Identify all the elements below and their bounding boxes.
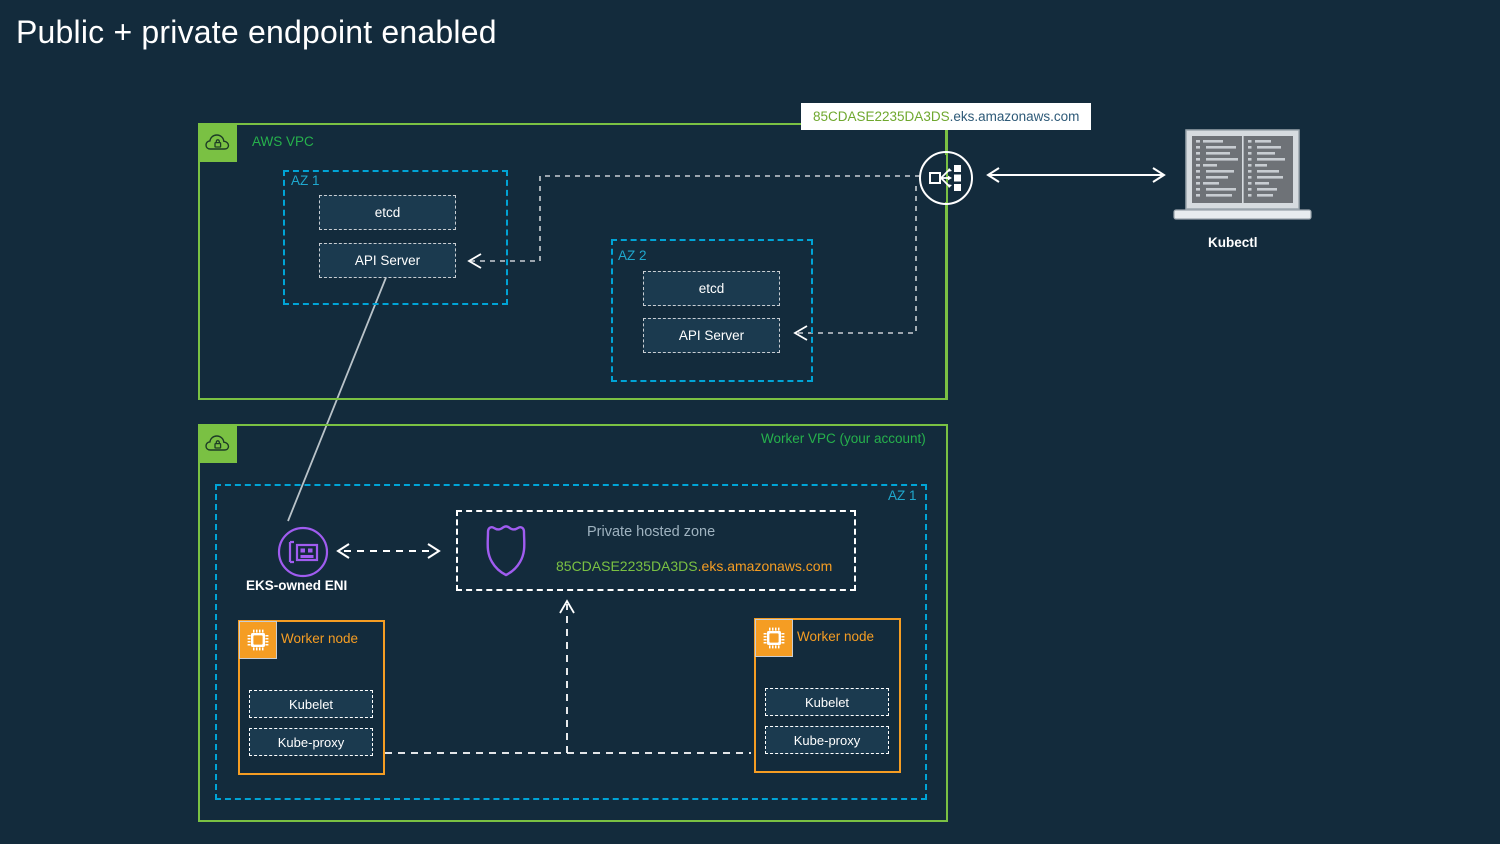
worker-node-2-kubelet-box: Kubelet — [765, 688, 889, 716]
worker-vpc-label: Worker VPC (your account) — [761, 431, 926, 446]
phz-host: 85CDASE2235DA3DS — [556, 558, 698, 574]
worker-node-1-label: Worker node — [281, 631, 359, 646]
worker-node-2-kubelet-label: Kubelet — [804, 694, 850, 710]
endpoint-suffix: .eks.amazonaws.com — [949, 109, 1080, 124]
worker-node-1-kubeproxy-box: Kube-proxy — [249, 728, 373, 756]
private-hosted-zone-domain: 85CDASE2235DA3DS.eks.amazonaws.com — [556, 558, 832, 574]
elastic-network-interface-icon — [277, 526, 329, 578]
az1-api-server-label: API Server — [354, 253, 421, 268]
worker-node-1-kubelet-box: Kubelet — [249, 690, 373, 718]
aws-vpc-container — [198, 123, 948, 400]
az2-api-server-box: API Server — [643, 318, 780, 353]
aws-vpc-label: AWS VPC — [252, 134, 314, 149]
az2-container — [611, 239, 813, 382]
worker-node-2-ec2-chip-icon — [755, 619, 793, 657]
worker-node-2-kubeproxy-label: Kube-proxy — [793, 732, 861, 748]
worker-az1-label: AZ 1 — [888, 488, 917, 503]
az2-label: AZ 2 — [618, 248, 647, 263]
az1-api-server-box: API Server — [319, 243, 456, 278]
eks-owned-eni-label: EKS-owned ENI — [246, 578, 348, 593]
worker-node-2-container — [754, 618, 901, 773]
az1-label: AZ 1 — [291, 173, 320, 188]
private-hosted-zone-container — [456, 510, 856, 591]
worker-node-1-kubelet-label: Kubelet — [288, 696, 334, 712]
page-title: Public + private endpoint enabled — [16, 14, 497, 50]
worker-node-1-ec2-chip-icon — [239, 621, 277, 659]
network-load-balancer-icon — [918, 150, 974, 206]
laptop-terminal-icon — [1170, 128, 1315, 226]
worker-node-2-label: Worker node — [797, 629, 875, 644]
worker-vpc-container — [198, 424, 948, 822]
arrow-head-left — [986, 167, 1000, 183]
az2-etcd-label: etcd — [698, 281, 725, 296]
az2-api-server-label: API Server — [678, 328, 745, 343]
arrow-head-right — [1152, 167, 1166, 183]
endpoint-host: 85CDASE2235DA3DS — [813, 109, 950, 124]
worker-node-1-kubeproxy-label: Kube-proxy — [277, 734, 345, 750]
kubectl-label: Kubectl — [1208, 235, 1258, 250]
az2-etcd-box: etcd — [643, 271, 780, 306]
az1-container — [283, 170, 508, 305]
worker-vpc-cloud-lock-icon — [199, 425, 237, 463]
worker-node-2-kubeproxy-box: Kube-proxy — [765, 726, 889, 754]
phz-suffix: .eks.amazonaws.com — [697, 558, 833, 574]
az1-etcd-box: etcd — [319, 195, 456, 230]
worker-az1-container — [215, 484, 927, 800]
az1-etcd-label: etcd — [374, 205, 401, 220]
route53-shield-icon — [482, 522, 530, 578]
worker-node-1-container — [238, 620, 385, 775]
private-hosted-zone-title: Private hosted zone — [587, 524, 716, 540]
vpc-cloud-lock-icon — [199, 124, 237, 162]
cluster-endpoint-chip: 85CDASE2235DA3DS.eks.amazonaws.com — [802, 104, 1091, 129]
